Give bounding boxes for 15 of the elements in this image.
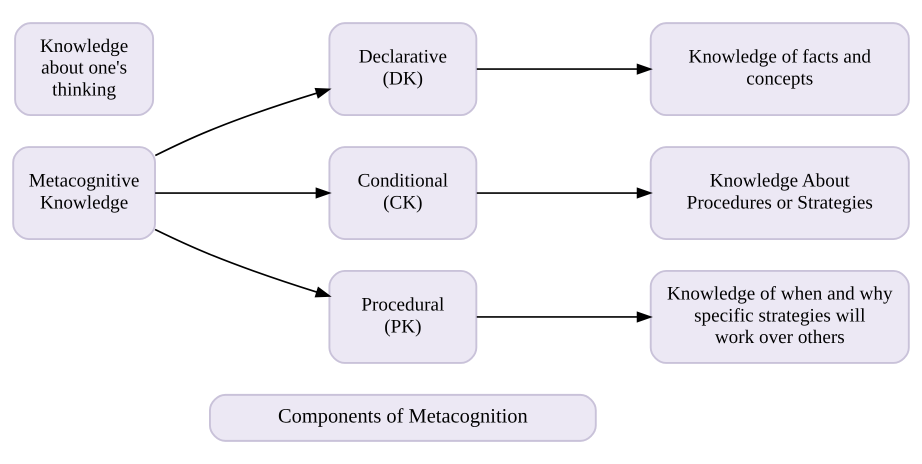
node-box: Procedural (PK): [328, 270, 478, 364]
arrow: [155, 187, 332, 199]
node-box: Conditional (CK): [328, 146, 478, 240]
node-box: Declarative (DK): [328, 22, 478, 116]
node-box: Knowledge About Procedures or Strategies: [650, 146, 910, 240]
node-box: Knowledge of facts and concepts: [650, 22, 910, 116]
arrow: [476, 311, 653, 323]
arrow: [476, 187, 653, 199]
arrow: [154, 228, 332, 298]
node-box: Knowledge of when and why specific strategies will work over others: [650, 270, 910, 364]
node-box: Knowledge about one's thinking: [14, 22, 154, 116]
node-box: Components of Metacognition: [209, 394, 597, 442]
arrow: [476, 63, 653, 75]
node-box: Metacognitive Knowledge: [12, 146, 156, 240]
arrow: [154, 88, 332, 156]
